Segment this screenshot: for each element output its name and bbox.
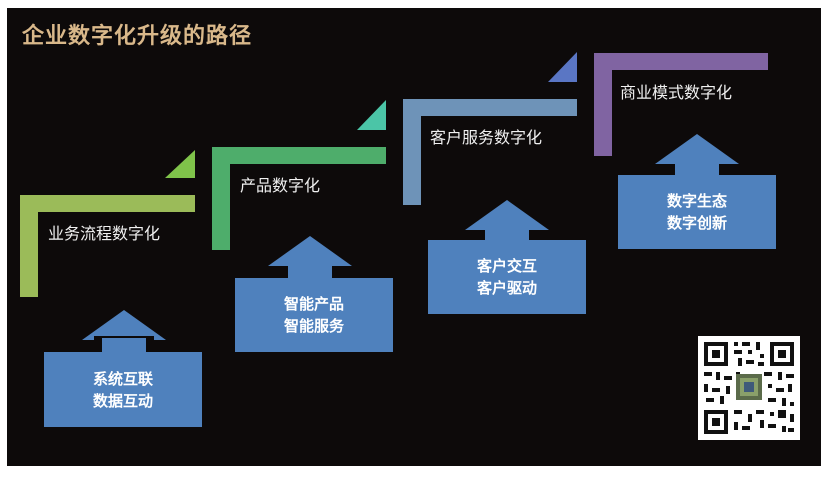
arrow-up-icon: [268, 236, 352, 266]
capability-box-1-line-1: 系统互联: [92, 369, 153, 388]
capability-box-3: 客户交互 客户驱动: [428, 240, 586, 314]
capability-box-4-line-1: 数字生态: [666, 192, 727, 210]
step-4-label: 商业模式数字化: [620, 83, 733, 102]
step-1-fold: [165, 150, 195, 178]
qr-code-icon: [698, 336, 800, 440]
diagram-title: 企业数字化升级的路径: [22, 24, 253, 49]
arrow-4-shaft: [675, 162, 719, 176]
step-1-bracket: [20, 150, 195, 297]
arrow-3-shaft: [485, 228, 529, 240]
step-3-bracket: [403, 52, 577, 205]
capability-box-3-line-1: 客户交互: [476, 257, 537, 275]
capability-box-4-line-2: 数字创新: [666, 214, 727, 232]
arrow-1-shaft: [102, 338, 146, 352]
step-3-fold: [548, 52, 577, 82]
step-3-label: 客户服务数字化: [430, 128, 543, 147]
capability-box-1-line-2: 数据互动: [92, 391, 153, 410]
arrow-2-shaft: [288, 264, 332, 278]
capability-box-3-line-2: 客户驱动: [476, 279, 537, 297]
capability-box-2-line-1: 智能产品: [283, 295, 344, 313]
step-1-label: 业务流程数字化: [48, 224, 161, 243]
step-4-bracket: [594, 53, 768, 156]
arrow-up-icon: [82, 310, 166, 340]
capability-box-2-line-2: 智能服务: [283, 317, 344, 335]
step-2-label: 产品数字化: [240, 176, 321, 195]
arrow-up-icon: [465, 200, 549, 230]
capability-box-4: 数字生态 数字创新: [618, 175, 776, 249]
capability-box-2: 智能产品 智能服务: [235, 278, 393, 352]
arrow-up-icon: [655, 134, 739, 164]
step-2-bracket: [212, 100, 386, 250]
capability-box-1: 系统互联 数据互动: [44, 352, 202, 427]
step-2-fold: [357, 100, 386, 130]
